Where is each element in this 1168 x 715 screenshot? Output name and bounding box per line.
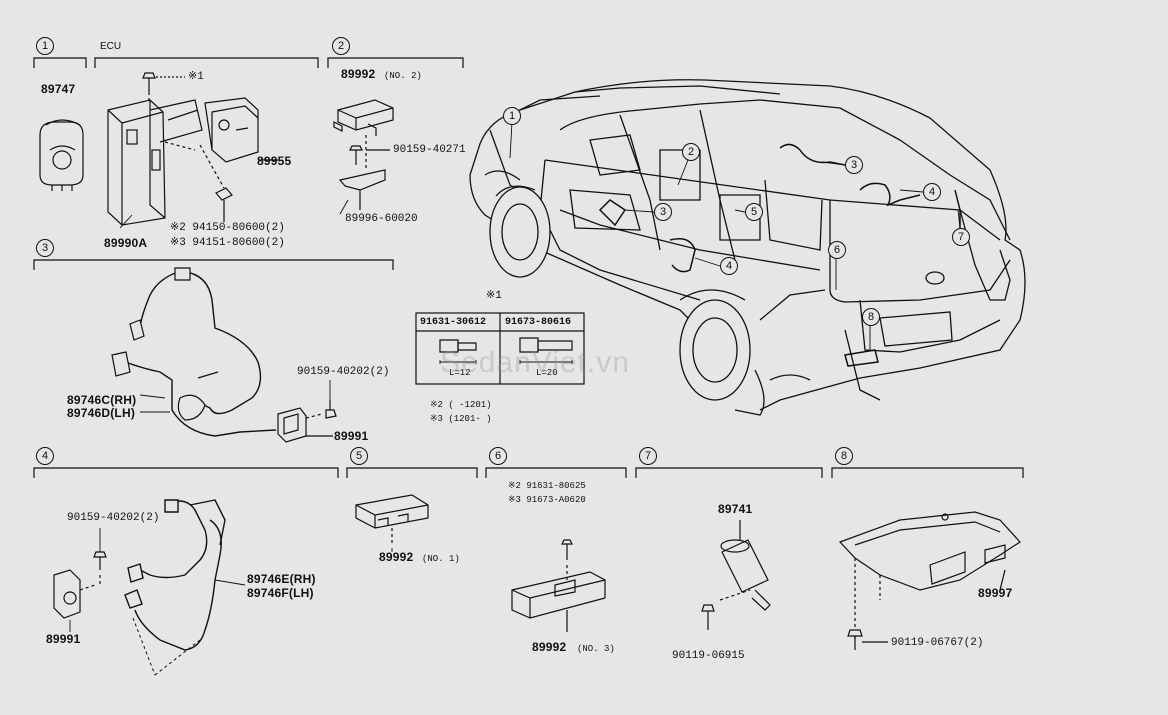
nut-94150-label[interactable]: ※2 94150-80600(2) [170, 222, 285, 234]
screw-x1-label: ※1 [188, 71, 204, 83]
bolt-91631-30612-label[interactable]: 91631-30612 [420, 317, 487, 328]
part-91673-A0620-label[interactable]: ※3 91673-A0620 [508, 495, 586, 505]
part-90159-40271-label[interactable]: 90159-40271 [393, 144, 466, 156]
section-4-marker: 4 [36, 447, 54, 465]
part-89991-a-label[interactable]: 89991 [334, 429, 369, 443]
vehicle-callout-4a[interactable]: 4 [923, 183, 941, 201]
part-89955-label[interactable]: 89955 [257, 154, 292, 168]
vehicle-callout-lines [509, 121, 961, 350]
part-89746E-drawing [124, 499, 226, 676]
part-89746F-label[interactable]: 89746F(LH) [247, 586, 314, 600]
label-leader-lines [69, 199, 393, 632]
part-90119-06767-label[interactable]: 90119-06767(2) [891, 637, 984, 649]
part-89992-no3-variant: (NO. 3) [577, 644, 615, 654]
part-89992-no2-drawing [333, 99, 394, 210]
part-89992-no3-label[interactable]: 89992 [532, 640, 567, 654]
vehicle-callout-7[interactable]: 7 [952, 228, 970, 246]
part-89746D-label[interactable]: 89746D(LH) [67, 406, 136, 420]
part-89992-no3-drawing [511, 539, 606, 632]
section-brackets [33, 57, 1024, 478]
part-89992-no2-label[interactable]: 89992 [341, 67, 376, 81]
part-89741-drawing [701, 520, 771, 630]
part-89996-label[interactable]: 89996-60020 [345, 213, 418, 225]
part-89746E-label[interactable]: 89746E(RH) [247, 572, 316, 586]
vehicle-callout-5[interactable]: 5 [745, 203, 763, 221]
part-90119-06915-label[interactable]: 90119-06915 [672, 650, 745, 662]
bolt-table-ref: ※1 [486, 290, 502, 302]
section-8-marker: 8 [835, 447, 853, 465]
vehicle-callout-8[interactable]: 8 [862, 308, 880, 326]
bolt-length-20: L=20 [536, 368, 558, 378]
part-89990A-drawing [107, 99, 203, 226]
nut-94151-label[interactable]: ※3 94151-80600(2) [170, 237, 285, 249]
nut-94150-drawing [164, 141, 233, 222]
part-89992-no2-variant: (NO. 2) [384, 71, 422, 81]
note-x3: ※3 (1201- ) [430, 414, 492, 424]
bolt-length-12: L=12 [449, 368, 471, 378]
part-89991-b-label[interactable]: 89991 [46, 632, 81, 646]
vehicle-harness-drawing [598, 143, 961, 367]
section-2-marker: 2 [332, 37, 350, 55]
part-89992-no1-variant: (NO. 1) [422, 554, 460, 564]
ecu-label: ECU [100, 41, 122, 52]
part-89746C-drawing [111, 267, 277, 437]
part-89992-no1-drawing [355, 494, 429, 545]
screw-x1-drawing [142, 72, 185, 102]
section-1-marker: 1 [36, 37, 54, 55]
bolt-table [415, 312, 585, 385]
section-3-marker: 3 [36, 239, 54, 257]
vehicle-callout-1[interactable]: 1 [503, 107, 521, 125]
watermark: SedanViet.vn [440, 346, 630, 379]
section-7-marker: 7 [639, 447, 657, 465]
part-89746C-label[interactable]: 89746C(RH) [67, 393, 137, 407]
vehicle-callout-2[interactable]: 2 [682, 143, 700, 161]
wheel-front-drawing [489, 185, 551, 278]
part-89997-label[interactable]: 89997 [978, 586, 1013, 600]
part-89747-label[interactable]: 89747 [41, 82, 76, 96]
part-90159-40202-b-label[interactable]: 90159-40202(2) [67, 512, 160, 524]
vehicle-callout-6[interactable]: 6 [828, 241, 846, 259]
part-89990A-label[interactable]: 89990A [104, 236, 148, 250]
vehicle-outline-drawing [469, 79, 1026, 411]
part-89992-no1-label[interactable]: 89992 [379, 550, 414, 564]
bolt-91673-80616-label[interactable]: 91673-80616 [505, 317, 572, 328]
part-89997-drawing [838, 511, 1021, 650]
part-89747-drawing [39, 119, 84, 191]
part-89741-label[interactable]: 89741 [718, 502, 753, 516]
section-6-marker: 6 [489, 447, 507, 465]
vehicle-callout-3b[interactable]: 3 [654, 203, 672, 221]
part-89991-b-drawing [53, 551, 107, 619]
vehicle-callout-3a[interactable]: 3 [845, 156, 863, 174]
part-89955-drawing [204, 97, 278, 163]
part-90159-40202-a-label[interactable]: 90159-40202(2) [297, 366, 390, 378]
wheel-rear-drawing [679, 289, 765, 416]
vehicle-callout-4b[interactable]: 4 [720, 257, 738, 275]
section-5-marker: 5 [350, 447, 368, 465]
part-91631-80625-label[interactable]: ※2 91631-80625 [508, 481, 586, 491]
note-x2: ※2 ( -1201) [430, 400, 492, 410]
part-89991-a-drawing [277, 400, 337, 443]
